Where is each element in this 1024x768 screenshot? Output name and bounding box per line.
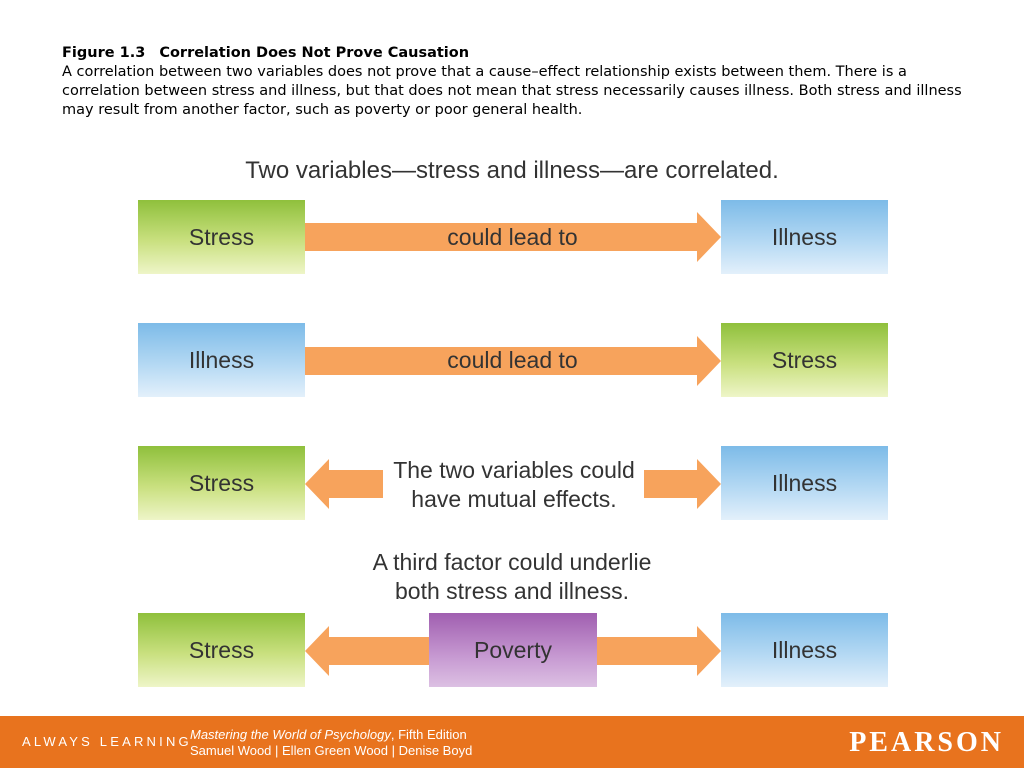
row2-right-box: Stress	[721, 323, 888, 397]
row3-text-line1: The two variables could	[393, 457, 635, 483]
pearson-logo: PEARSON	[849, 727, 1004, 758]
book-edition: , Fifth Edition	[390, 727, 467, 742]
row1-right-box: Illness	[721, 200, 888, 274]
row3-right-box: Illness	[721, 446, 888, 520]
row4-right-box: Illness	[721, 613, 888, 687]
row3-left-arrow	[305, 459, 383, 509]
row4-left-arrow	[305, 626, 430, 676]
row4-right-arrow	[597, 626, 721, 676]
row1-left-box: Stress	[138, 200, 305, 274]
always-learning-tagline: ALWAYS LEARNING	[22, 734, 192, 749]
third-factor-line2: both stress and illness.	[395, 578, 629, 604]
figure-number: Figure 1.3	[62, 45, 146, 61]
third-factor-line1: A third factor could underlie	[372, 549, 652, 575]
row4-middle-box: Poverty	[429, 613, 597, 687]
figure-description: A correlation between two variables does…	[62, 64, 962, 118]
row3-left-box: Stress	[138, 446, 305, 520]
footer-bar: ALWAYS LEARNING Mastering the World of P…	[0, 716, 1024, 768]
row1-arrow-label: could lead to	[447, 224, 578, 250]
row2-right-arrow	[305, 336, 721, 386]
row4-left-box: Stress	[138, 613, 305, 687]
row2-left-box: Illness	[138, 323, 305, 397]
figure-title: Figure 1.3 Correlation Does Not Prove Cau…	[62, 45, 469, 61]
row3-mutual-text: The two variables could have mutual effe…	[383, 456, 645, 514]
row3-text-line2: have mutual effects.	[411, 486, 617, 512]
figure-title-text: Correlation Does Not Prove Causation	[159, 45, 470, 61]
book-title: Mastering the World of Psychology	[190, 727, 391, 742]
row3-right-arrow	[644, 459, 721, 509]
third-factor-text: A third factor could underlie both stres…	[0, 548, 1024, 606]
figure-caption: Figure 1.3 Correlation Does Not Prove Cau…	[62, 44, 962, 120]
diagram-heading: Two variables—stress and illness—are cor…	[245, 157, 779, 184]
row2-arrow-label: could lead to	[447, 347, 578, 373]
book-info: Mastering the World of Psychology, Fifth…	[190, 727, 472, 759]
row1-right-arrow	[305, 212, 721, 262]
book-authors: Samuel Wood | Ellen Green Wood | Denise …	[190, 743, 473, 758]
